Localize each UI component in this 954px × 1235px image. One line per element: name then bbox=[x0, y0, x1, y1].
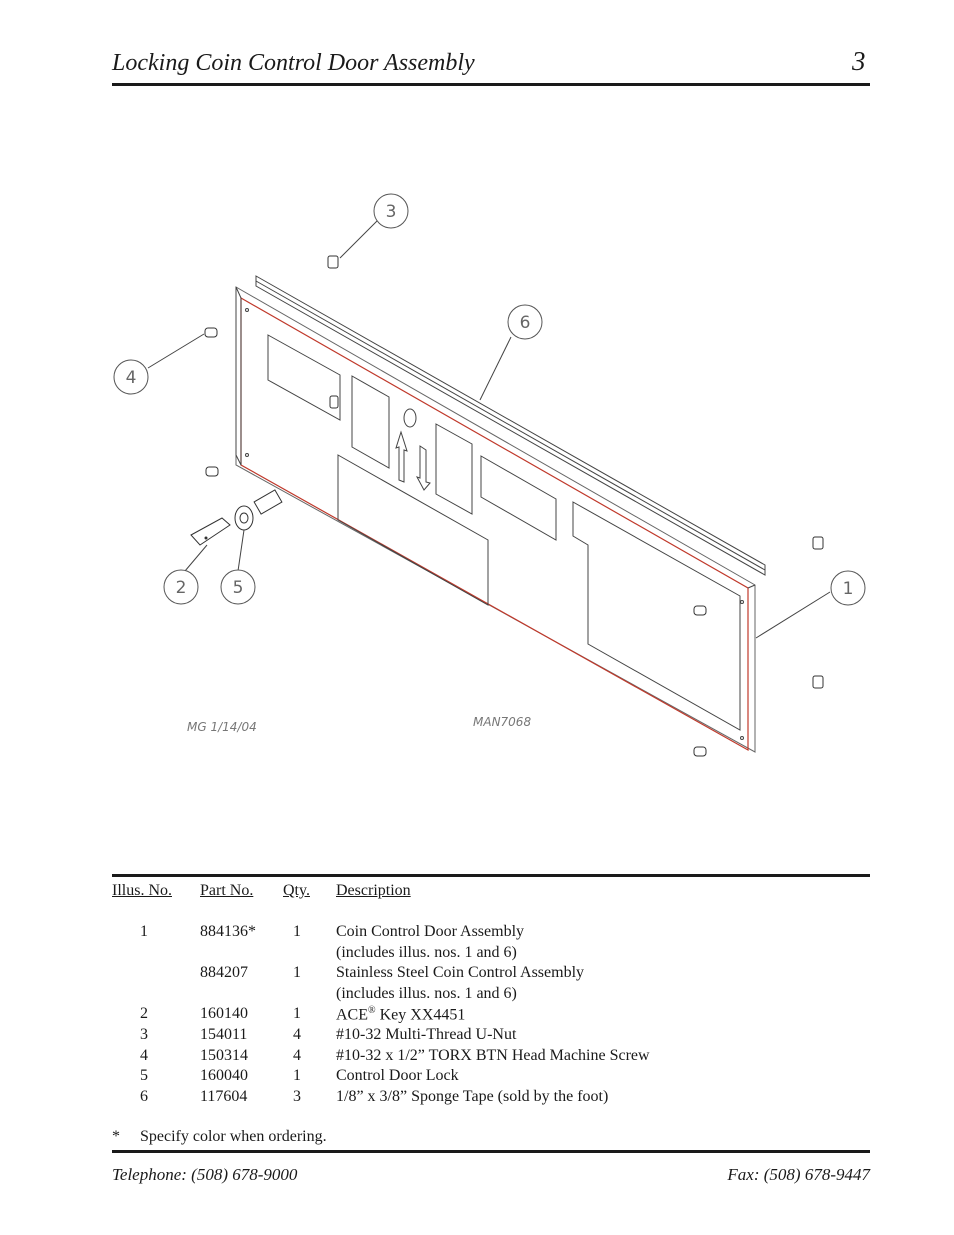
col-header-illus: Illus. No. bbox=[112, 882, 172, 899]
row-part: 154011 bbox=[200, 1026, 248, 1043]
row-illus: 3 bbox=[140, 1026, 148, 1043]
callout-circle-4 bbox=[113, 359, 149, 395]
row-description-note: (includes illus. nos. 1 and 6) bbox=[336, 985, 517, 1002]
row-illus: 6 bbox=[140, 1088, 148, 1105]
row-description: #10-32 Multi-Thread U-Nut bbox=[336, 1026, 517, 1043]
callout-5: 5 bbox=[233, 578, 244, 598]
row-part: 117604 bbox=[200, 1088, 248, 1105]
row-qty: 1 bbox=[293, 1005, 301, 1022]
row-description: Coin Control Door Assembly bbox=[336, 923, 525, 940]
callout-6: 6 bbox=[520, 313, 531, 333]
callout-4: 4 bbox=[126, 368, 137, 388]
footer-rule bbox=[112, 1150, 870, 1153]
u-nut-parts bbox=[327, 255, 824, 689]
row-illus: 2 bbox=[140, 1005, 148, 1022]
exploded-parts-diagram: 3 6 4 2 5 1 MG 1/14/04 MAN7068 bbox=[113, 193, 866, 757]
row-part: 884136* bbox=[200, 923, 256, 940]
row-part: 160140 bbox=[200, 1005, 248, 1022]
callout-circle-5 bbox=[220, 569, 256, 605]
col-header-qty: Qty. bbox=[283, 882, 310, 899]
row-description: 1/8” x 3/8” Sponge Tape (sold by the foo… bbox=[336, 1088, 609, 1105]
row-qty: 1 bbox=[293, 1067, 301, 1084]
row-description: Control Door Lock bbox=[336, 1067, 459, 1084]
row-description: ACE® Key XX4451 bbox=[336, 1005, 465, 1024]
brand-name: ACE bbox=[336, 1006, 368, 1024]
callout-circle-1 bbox=[830, 570, 866, 606]
machine-screws bbox=[204, 327, 707, 757]
callout-circle-3 bbox=[373, 193, 409, 229]
key-model: Key XX4451 bbox=[375, 1006, 466, 1024]
row-description-note: (includes illus. nos. 1 and 6) bbox=[336, 944, 517, 961]
row-illus: 1 bbox=[140, 923, 148, 940]
row-qty: 4 bbox=[293, 1047, 301, 1064]
ace-key bbox=[190, 517, 231, 546]
footer-fax: Fax: (508) 678-9447 bbox=[727, 1165, 870, 1184]
row-illus: 5 bbox=[140, 1067, 148, 1084]
row-qty: 1 bbox=[293, 964, 301, 981]
row-qty: 1 bbox=[293, 923, 301, 940]
row-qty: 3 bbox=[293, 1088, 301, 1105]
sponge-tape-strip bbox=[255, 275, 766, 576]
row-description: #10-32 x 1/2” TORX BTN Head Machine Scre… bbox=[336, 1047, 650, 1064]
callout-3: 3 bbox=[386, 202, 397, 222]
registered-mark: ® bbox=[368, 1005, 376, 1016]
col-header-description: Description bbox=[336, 882, 411, 899]
footnote-mark: * bbox=[112, 1128, 120, 1145]
footnote-text: Specify color when ordering. bbox=[140, 1128, 327, 1145]
page-number: 3 bbox=[852, 46, 866, 76]
row-part: 884207 bbox=[200, 964, 248, 981]
row-illus: 4 bbox=[140, 1047, 148, 1064]
drawing-number-note: MAN7068 bbox=[473, 715, 531, 729]
callout-circle-6 bbox=[507, 304, 543, 340]
row-part: 150314 bbox=[200, 1047, 248, 1064]
col-header-part: Part No. bbox=[200, 882, 254, 899]
footer-telephone: Telephone: (508) 678-9000 bbox=[112, 1165, 298, 1184]
row-description: Stainless Steel Coin Control Assembly bbox=[336, 964, 585, 981]
drawing-date-note: MG 1/14/04 bbox=[187, 720, 257, 734]
door-panel bbox=[235, 286, 756, 752]
header-rule bbox=[112, 83, 870, 86]
callout-circle-2 bbox=[163, 569, 199, 605]
row-qty: 4 bbox=[293, 1026, 301, 1043]
callout-2: 2 bbox=[176, 578, 187, 598]
table-top-rule bbox=[112, 874, 870, 877]
callout-1: 1 bbox=[843, 579, 854, 599]
control-door-lock bbox=[234, 489, 283, 531]
page-title: Locking Coin Control Door Assembly bbox=[112, 50, 475, 76]
row-part: 160040 bbox=[200, 1067, 248, 1084]
